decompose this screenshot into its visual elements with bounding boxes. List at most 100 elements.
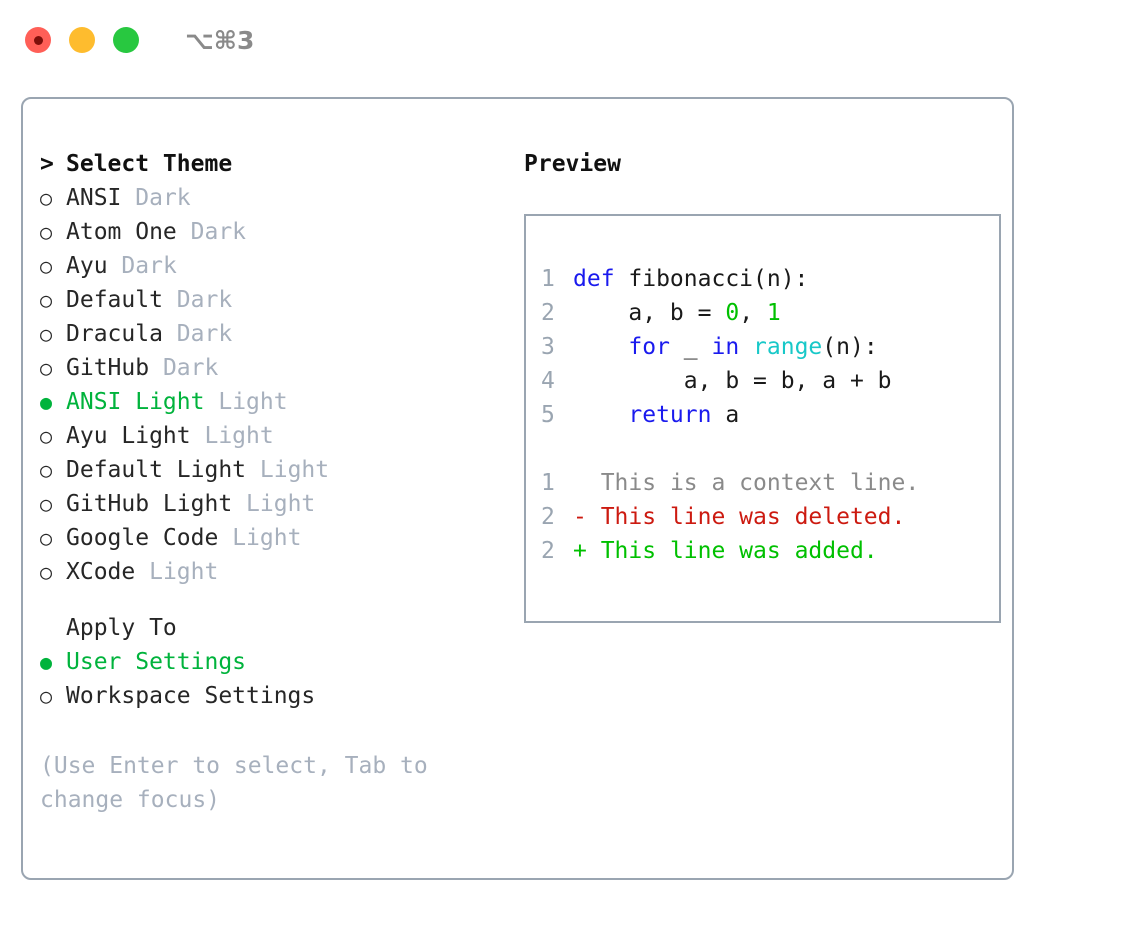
code-line-number: 4 [541,368,555,394]
code-token-id: a [711,402,740,428]
apply-to-heading: Apply To [40,611,505,645]
keyboard-shortcut-label: ⌥⌘3 [185,25,255,55]
apply-to-option-label: Workspace Settings [66,683,316,709]
code-line-content: return a [573,398,739,432]
theme-option-label: Default [66,287,163,313]
theme-label-gap [204,385,218,419]
theme-option-ansi-light[interactable]: ● ANSI Light Light [40,385,505,419]
code-line: 2 a, b = 0, 1 [541,296,999,330]
minimize-button[interactable] [69,27,95,53]
theme-option-variant: Dark [190,219,247,245]
theme-option-github[interactable]: ○GitHub Dark [40,351,505,385]
diff-line-content: This is a context line. [573,466,920,500]
diff-line-number: 2 [541,538,555,564]
radio-unselected-icon: ○ [40,288,53,312]
code-token-id: a, b = b, a + b [573,368,892,394]
radio-selected-icon: ● [40,650,53,674]
radio-unselected-icon: ○ [40,560,53,584]
close-button[interactable] [25,27,51,53]
code-line-number: 5 [541,402,555,428]
theme-option-label: Atom One [66,219,177,245]
code-token-id [573,334,628,360]
theme-label-gap [177,215,191,249]
theme-label-gap [149,351,163,385]
apply-to-option-user-settings[interactable]: ●User Settings [40,645,505,679]
theme-option-variant: Dark [162,355,219,381]
theme-option-ayu[interactable]: ○Ayu Dark [40,249,505,283]
radio-unselected-icon: ○ [40,322,53,346]
radio-selected-icon: ● [40,390,53,414]
radio-unselected-icon: ○ [40,684,53,708]
theme-option-default-light[interactable]: ○Default Light Light [40,453,505,487]
maximize-button[interactable] [113,27,139,53]
theme-option-variant: Light [204,423,274,449]
theme-option-label: GitHub [66,355,150,381]
code-token-id: , [739,300,767,326]
theme-option-atom-one[interactable]: ○Atom One Dark [40,215,505,249]
code-token-id: (n): [822,334,878,360]
theme-label-gap [108,249,122,283]
apply-to-options-list: ●User Settings ○ Workspace Settings [40,645,505,713]
code-line: 4 a, b = b, a + b [541,364,999,398]
diff-marker: - [573,504,601,530]
diff-text: This line was added. [600,538,878,564]
radio-unselected-icon: ○ [40,254,53,278]
theme-option-variant: Dark [176,321,233,347]
theme-label-gap [191,419,205,453]
apply-to-heading-label: Apply To [66,615,177,641]
radio-unselected-icon: ○ [40,492,53,516]
window-controls [25,27,139,53]
theme-options-list: ○ANSI Dark○Atom One Dark○Ayu Dark○Defaul… [40,181,505,589]
code-token-id: fibonacci(n): [614,266,809,292]
code-line: 3 for _ in range(n): [541,330,999,364]
theme-option-variant: Light [232,525,302,551]
theme-label-gap [163,317,177,351]
theme-option-xcode[interactable]: ○ XCode Light [40,555,505,589]
theme-option-variant: Light [218,389,288,415]
code-line-content: a, b = b, a + b [573,364,892,398]
theme-label-gap [163,283,177,317]
diff-marker: + [573,538,601,564]
theme-option-default[interactable]: ○Default Dark [40,283,505,317]
theme-option-label: XCode [66,559,136,585]
theme-option-label: ANSI Light [66,389,205,415]
theme-list-panel: > Select Theme ○ANSI Dark○Atom One Dark○… [40,147,505,878]
theme-option-variant: Light [259,457,330,483]
theme-option-ansi[interactable]: ○ANSI Dark [40,181,505,215]
apply-to-marker-placeholder [40,611,66,645]
code-token-kw: def [573,266,615,292]
theme-option-label: Default Light [66,457,247,483]
theme-option-variant: Light [246,491,316,517]
diff-text: This line was deleted. [600,504,906,530]
radio-unselected-icon: ○ [40,186,53,210]
theme-option-google-code[interactable]: ○Google Code Light [40,521,505,555]
theme-option-dracula[interactable]: ○Dracula Dark [40,317,505,351]
code-line-content: for _ in range(n): [573,330,878,364]
code-line-content: def fibonacci(n): [573,262,808,296]
theme-label-gap [218,521,232,555]
diff-line-add: 2 + This line was added. [541,534,999,568]
diff-line-number: 1 [541,470,555,496]
code-token-id: _ [669,334,712,360]
code-token-kw: in [711,334,740,360]
theme-option-github-light[interactable]: ○GitHub Light Light [40,487,505,521]
code-token-id [739,334,753,360]
select-theme-heading: > Select Theme [40,147,505,181]
theme-option-variant: Light [149,559,219,585]
code-token-kw: for [628,334,670,360]
select-theme-heading-label: Select Theme [66,151,233,177]
caret-icon: > [40,151,54,177]
theme-selector-card: > Select Theme ○ANSI Dark○Atom One Dark○… [21,97,1014,880]
theme-label-gap [121,181,135,215]
theme-label-gap [135,555,149,589]
diff-line-ctx: 1 This is a context line. [541,466,999,500]
list-spacer [40,589,505,611]
theme-option-ayu-light[interactable]: ○Ayu Light Light [40,419,505,453]
apply-to-option-workspace-settings[interactable]: ○ Workspace Settings [40,679,505,713]
diff-sample: 1 This is a context line. 2- This line wa… [541,466,999,568]
code-token-num: 0 [725,300,740,326]
